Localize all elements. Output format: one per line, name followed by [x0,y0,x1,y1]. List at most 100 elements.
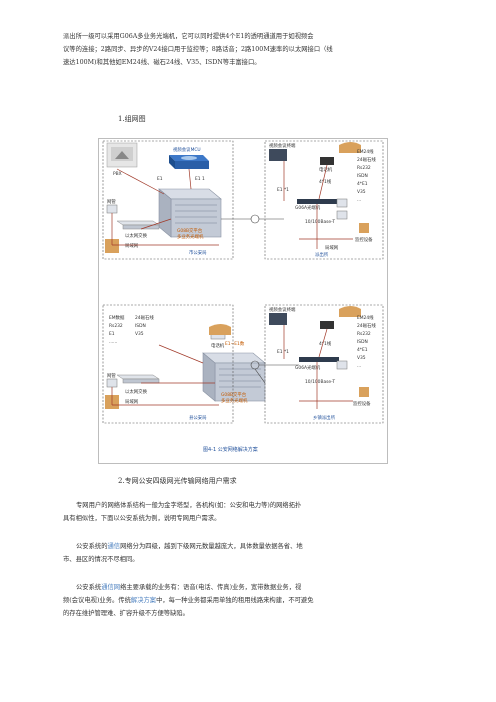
solution-link[interactable]: 解决方案 [130,597,157,604]
top-mux-label-1: G08B交平台 [177,227,203,234]
top-mux-device [158,188,222,238]
svg-text:ISDN: ISDN [357,173,368,179]
svg-text:24磁石线: 24磁石线 [357,322,376,329]
top-bureau-label: 市公安局 [189,249,207,256]
svg-text:24磁石线: 24磁石线 [357,156,376,163]
bottom-four-lines-label: 4*1线 [319,340,332,347]
top-video-label: 视频会议终端 [269,142,296,149]
bottom-mux-label-2: 多业务光端机 [221,397,248,404]
top-cloud-icon [339,142,361,153]
svg-text:EM24线: EM24线 [357,314,374,321]
bottom-lan-label: 局域网 [125,398,139,405]
bottom-net-label: 网管 [107,372,116,379]
paragraph-3-text-c: 频(会议电视)业务。传统 [63,597,131,604]
svg-text:4*E1: 4*E1 [357,347,368,353]
bottom-g06a-label: G06A光端机 [295,364,321,371]
top-building-icon [105,239,119,253]
figure-caption: 图4-1 公安网络解决方案 [203,446,258,453]
paragraph-1: 专网用户的网络体系结构一般为金字塔型，各机构(如：公安和电力等)的网络拓扑 具有… [63,499,437,525]
svg-text:E1: E1 [109,331,115,337]
communication-link[interactable]: 通信 [107,543,121,550]
bottom-switch-label: 以太网交换 [125,388,148,395]
svg-text:EM数据: EM数据 [109,314,125,321]
bottom-phone-label: 电话机 [211,342,225,349]
paragraph-3-text-b: 络主要承载的业务有：语音(电话、传真)业务，宽带数据业务，视 [120,584,302,591]
paragraph-3-line-3: 的存在维护管理难、扩容升级不方便等缺陷。 [63,610,189,617]
top-monitor-label: 监控设备 [355,236,373,243]
network-diagram: 视频会议MCU PBX E1 E1 1 G08B交平台 多业务光端机 以太网交换… [102,140,384,453]
bottom-e1-link-label: E1~E1数 [225,340,245,347]
top-lan-label-2: 局域网 [325,244,339,251]
top-right-pc-icon-2 [336,210,348,220]
top-switch-device [116,220,160,230]
bottom-monitor-label: 监控设备 [353,400,371,407]
bottom-cloud-icon [209,324,231,335]
svg-text:V35: V35 [357,355,366,361]
top-right-building-icon [359,223,369,233]
top-g06a-label: G06A光端机 [295,204,321,211]
bottom-e1-c-label: E1 *1 [277,349,289,355]
top-fiber-link-icon [250,214,260,224]
bottom-station-region [264,304,384,424]
svg-text:4*E1: 4*E1 [357,181,368,187]
top-video-terminal-icon [269,149,287,161]
svg-text:...: ... [357,198,361,203]
bottom-switch-device [116,374,160,384]
mcu-label: 视频会议MCU [173,146,201,153]
bottom-bureau-region [102,304,234,424]
intro-paragraph: 派出所一级可以采用G06A多业务光端机，它可以同时提供4个E1的透明通道用于如视… [63,30,437,69]
top-four-lines-label: 4*1线 [319,178,332,185]
bottom-mux-device [202,352,266,402]
bottom-right-building-icon [359,387,369,397]
top-bureau-region [102,140,234,260]
section-1-heading: 1.组网图 [118,115,146,123]
svg-text:V35: V35 [135,331,144,337]
intro-line-2: 议等的连接；2路同步、异步的V24接口用于监控等；8路话音；2路100M速率的以… [63,46,333,53]
top-pc-icon [106,204,118,214]
svg-text:Rs232: Rs232 [357,331,371,337]
paragraph-1-line-2: 具有相似性，下面以公安系统为例，说明专网用户需求。 [63,515,221,522]
bottom-phone-icon [320,321,334,329]
svg-text:...: ... [357,364,361,369]
bottom-right-pc-icon [336,360,348,370]
bottom-services-left: EM数据 24磁石线 Rs232 ISDN E1 V35 ...... [109,314,154,345]
bottom-mux-label-1: G08B交平台 [221,391,247,398]
bottom-g06a-device [299,357,339,362]
svg-text:Rs232: Rs232 [109,323,123,329]
top-lan-label-1: 局域网 [125,242,139,249]
bottom-eth-label: 10/100Base-T [305,379,335,385]
top-switch-label: 以太网交换 [125,232,148,239]
bottom-video-terminal-icon [269,313,287,325]
e1-link-label-b: E1 1 [195,176,205,182]
paragraph-3: 公安系统通信网络主要承载的业务有：语音(电话、传真)业务，宽带数据业务，视 频(… [63,581,437,620]
bottom-bureau-label: 县公安局 [189,414,207,421]
top-phone-icon [320,157,334,165]
top-e1-c-label: E1 *1 [277,187,289,193]
paragraph-1-line-1: 专网用户的网络体系结构一般为金字塔型，各机构(如：公安和电力等)的网络拓扑 [76,502,302,509]
paragraph-3-text-d: 中，每一种业务都采用单独的租用线路来构建，不可避免 [156,597,314,604]
communication-network-link[interactable]: 通信网 [101,584,121,591]
svg-text:V35: V35 [357,189,366,195]
mcu-device [169,155,209,169]
top-net-label: 网管 [107,198,116,205]
top-mux-label-2: 多业务光端机 [177,233,204,240]
paragraph-2-text-a: 公安系统的 [76,543,108,550]
svg-text:......: ...... [109,340,117,345]
paragraph-3-text-a: 公安系统 [76,584,102,591]
paragraph-2: 公安系统的通信网络分为四级，越到下级网元数量越庞大，具体数量依据各省、地 市、县… [63,540,437,566]
bottom-pc-icon [106,378,118,388]
svg-text:ISDN: ISDN [357,339,368,345]
intro-line-1: 派出所一级可以采用G06A多业务光端机，它可以同时提供4个E1的透明通道用于如视… [63,33,314,40]
top-g06a-device [297,199,337,204]
bottom-video-label: 视频会议终端 [269,306,296,313]
intro-line-3: 速达100M)和其他如EM24线、磁石24线、V35、ISDN等丰富接口。 [63,59,261,66]
pbx-device [106,142,138,168]
network-diagram-figure: 视频会议MCU PBX E1 E1 1 G08B交平台 多业务光端机 以太网交换… [98,138,388,464]
bottom-station-label: 乡镇派出所 [313,414,336,421]
top-station-region [264,140,384,260]
top-eth-label: 10/100Base-T [305,219,335,225]
svg-text:EM24线: EM24线 [357,148,374,155]
bottom-services-list: EM24线 24磁石线 Rs232 ISDN 4*E1 V35 ... [357,314,376,369]
paragraph-2-line-2: 市、县区的情况不尽相同。 [63,556,139,563]
top-station-label: 派出所 [315,251,329,258]
